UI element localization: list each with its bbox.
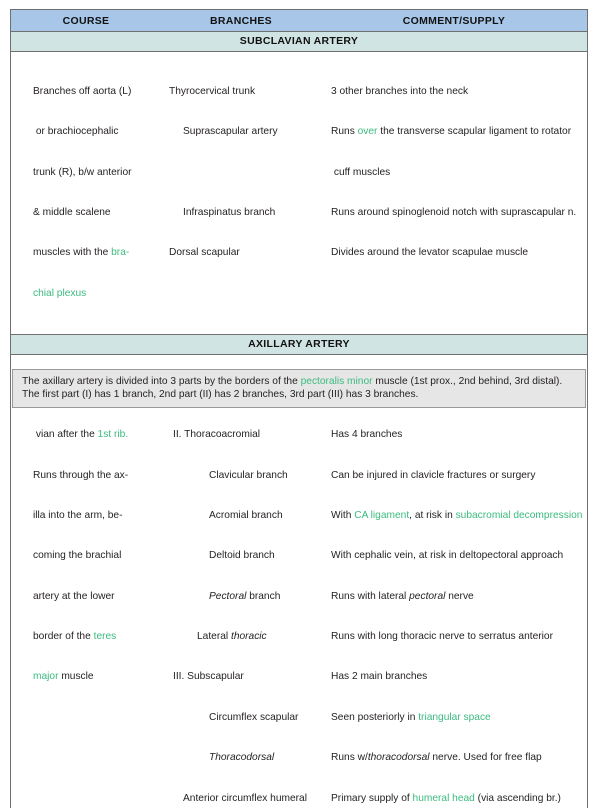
comment-line: cuff muscles [331,166,391,178]
comment-line: Divides around the levator scapulae musc… [331,247,529,259]
highlight-over: over [357,126,378,138]
table-column-header-row: COURSE BRANCHES COMMENT/SUPPLY [11,10,587,32]
course-line: vian after the 1st rib. [33,429,129,441]
comment-cell-subclavian: 3 other branches into the neck Runs over… [321,58,587,327]
branch-line: Anterior circumflex humeral [183,792,307,804]
column-header-course: COURSE [62,14,110,27]
branch-line: Circumflex scapular [209,711,299,723]
course-line: or brachiocephalic [33,126,119,138]
course-cell-subclavian: Branches off aorta (L) or brachiocephali… [11,58,161,327]
italic-thoracodorsal-nerve: thoracodorsal [367,752,430,764]
highlight-humeral-head-a: humeral head [412,792,475,804]
branch-line: III. Subscapular [173,671,244,683]
footer-note-text-b: muscle (1st prox., 2nd behind, [372,376,512,387]
highlight-ca-ligament: CA ligament [354,510,410,522]
highlight-teres-b: major [33,671,59,683]
branch-line: Suprascapular artery [183,126,278,138]
course-line: Branches off aorta (L) [33,85,132,97]
course-line: coming the brachial [33,550,122,562]
comment-line: Runs w/thoracodorsal nerve. Used for fre… [331,752,542,764]
comment-line: Runs with long thoracic nerve to serratu… [331,631,553,643]
footer-note-line-2: 3rd distal). The first part (I) has 1 br… [22,376,563,401]
italic-thoracodorsal: Thoracodorsal [209,752,275,764]
course-line: Runs through the ax- [33,469,129,481]
section-body-axillary-artery: Continuation of subcla- vian after the 1… [11,355,587,808]
section-body-subclavian-artery: Branches off aorta (L) or brachiocephali… [11,52,587,334]
comment-line: Runs with lateral pectoral nerve [331,590,474,602]
comment-line: 3 other branches into the neck [331,85,469,97]
highlight-pectoralis-minor: pectoralis minor [300,376,373,387]
comment-line: Seen posteriorly in triangular space [331,711,491,723]
branch-line: Deltoid branch [209,550,275,562]
branch-line: Lateral thoracic [197,631,267,643]
artery-reference-table: COURSE BRANCHES COMMENT/SUPPLY SUBCLAVIA… [10,9,588,808]
course-line: muscles with the bra- [33,247,130,259]
branch-line: Clavicular branch [209,469,288,481]
comment-line: With CA ligament, at risk in subacromial… [331,510,583,522]
comment-line: Runs around spinoglenoid notch with supr… [331,206,577,218]
branch-line: Acromial branch [209,510,283,522]
comment-line: With cephalic vein, at risk in deltopect… [331,550,564,562]
highlight-subacromial-decompression: subacromial decompression [455,510,583,522]
italic-pectoral-nerve: pectoral [409,590,446,602]
column-header-comment-supply: COMMENT/SUPPLY [402,14,506,27]
comment-line: Can be injured in clavicle fractures or … [331,469,536,481]
highlight-brachial-plexus-a: bra- [111,247,130,259]
course-line: border of the teres [33,631,117,643]
course-cell-axillary: Continuation of subcla- vian after the 1… [11,361,161,808]
section-header-subclavian-artery: SUBCLAVIAN ARTERY [11,32,587,52]
branch-line: Thyrocervical trunk [169,85,256,97]
comment-line: Primary supply of humeral head (via asce… [331,792,561,804]
highlight-teres-a: teres [93,631,117,643]
course-line: & middle scalene [33,206,111,218]
reference-table-page: COURSE BRANCHES COMMENT/SUPPLY SUBCLAVIA… [10,9,588,808]
comment-line: Has 4 branches [331,429,403,441]
italic-thoracic: thoracic [230,631,267,643]
section-header-axillary-artery: AXILLARY ARTERY [11,334,587,356]
comment-line: Runs over the transverse scapular ligame… [331,126,572,138]
branch-line-spacer [161,166,321,179]
highlight-triangular-space: triangular space [418,711,491,723]
comment-line: Has 2 main branches [331,671,428,683]
branch-line: Pectoral branch [209,590,281,602]
branch-line: Dorsal scapular [169,247,240,259]
highlight-1st-rib: 1st rib. [97,429,129,441]
footer-note-line-1: The axillary artery is divided into 3 pa… [22,376,512,387]
column-header-branches: BRANCHES [210,14,272,27]
highlight-brachial-plexus-b: chial plexus [33,287,87,299]
branches-cell-axillary: I. Superior thoracic II. Thoracoacromial… [161,361,321,808]
course-line: illa into the arm, be- [33,510,123,522]
comment-cell-axillary: To serratus anterior and pectoralis musc… [321,361,587,808]
footer-note: The axillary artery is divided into 3 pa… [12,369,586,408]
course-line: major muscle [33,671,94,683]
course-line: trunk (R), b/w anterior [33,166,132,178]
italic-pectoral: Pectoral [209,590,247,602]
course-line: artery at the lower [33,590,115,602]
branch-line: II. Thoracoacromial [173,429,261,441]
footer-note-text-a: The axillary artery is divided into 3 pa… [22,376,301,387]
branches-cell-subclavian: Thyrocervical trunk Suprascapular artery… [161,58,321,327]
branch-line: Infraspinatus branch [183,206,276,218]
